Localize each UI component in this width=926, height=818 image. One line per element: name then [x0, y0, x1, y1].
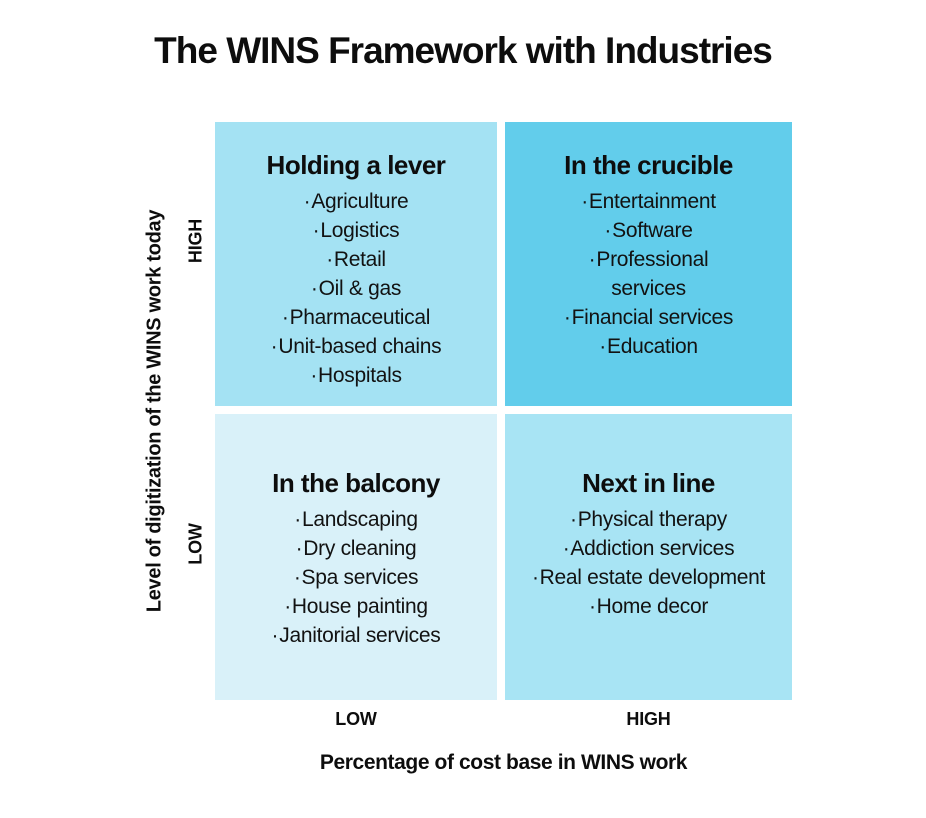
- bullet-dot: ·: [570, 508, 577, 531]
- list-item: ·Oil & gas: [215, 274, 497, 303]
- list-item-label: Physical therapy: [577, 508, 728, 531]
- list-item-label: Home decor: [596, 595, 709, 618]
- bullet-dot: ·: [310, 364, 318, 387]
- list-item: ·Spa services: [215, 563, 497, 592]
- list-item-label: Spa services: [301, 566, 419, 589]
- bullet-dot: ·: [294, 508, 301, 531]
- x-axis-title: Percentage of cost base in WINS work: [319, 751, 688, 774]
- list-item: ·Home decor: [505, 592, 792, 621]
- bullet-dot: ·: [281, 306, 289, 329]
- list-item: ·Logistics: [215, 216, 497, 245]
- quadrant-in-the-balcony: In the balcony ·Landscaping ·Dry cleanin…: [215, 414, 497, 700]
- list-item-label: Logistics: [320, 219, 400, 242]
- bullet-dot: ·: [562, 537, 570, 560]
- list-item-label: Entertainment: [588, 190, 716, 213]
- list-item-label: Addiction services: [570, 537, 735, 560]
- list-item-label: Software: [612, 219, 693, 242]
- list-item-label: Financial services: [571, 306, 734, 329]
- bullet-dot: ·: [270, 335, 278, 358]
- list-item: ·Janitorial services: [215, 621, 497, 650]
- quadrant-item-list: ·Entertainment ·Software ·Professional s…: [505, 187, 792, 361]
- list-item-label: Education: [607, 335, 698, 358]
- quadrant-grid: Holding a lever ·Agriculture ·Logistics …: [215, 122, 792, 700]
- list-item: ·Pharmaceutical: [215, 303, 497, 332]
- bullet-dot: ·: [599, 335, 606, 358]
- quadrant-in-the-crucible: In the crucible ·Entertainment ·Software…: [505, 122, 792, 406]
- quadrant-title: In the crucible: [564, 150, 733, 180]
- page-title: The WINS Framework with Industries: [154, 30, 773, 71]
- quadrant-item-list: ·Agriculture ·Logistics ·Retail ·Oil & g…: [215, 187, 497, 390]
- bullet-dot: ·: [295, 537, 303, 560]
- bullet-dot: ·: [563, 306, 571, 329]
- list-item-label: Unit-based chains: [278, 335, 442, 358]
- list-item: ·Financial services: [505, 303, 792, 332]
- list-item: ·Real estate development: [505, 563, 792, 592]
- bullet-dot: ·: [326, 248, 333, 271]
- x-axis-tick-low: LOW: [335, 709, 377, 729]
- list-item: ·House painting: [215, 592, 497, 621]
- list-item: ·Education: [505, 332, 792, 361]
- y-axis-tick-low: LOW: [185, 523, 206, 565]
- bullet-dot: ·: [284, 595, 291, 618]
- list-item: ·Retail: [215, 245, 497, 274]
- list-item-label: House painting: [291, 595, 428, 618]
- list-item-label: Agriculture: [311, 190, 409, 213]
- list-item-label: Oil & gas: [318, 277, 402, 300]
- list-item: ·Entertainment: [505, 187, 792, 216]
- list-item: ·Software: [505, 216, 792, 245]
- list-item: ·Physical therapy: [505, 505, 792, 534]
- bullet-dot: ·: [293, 566, 301, 589]
- bullet-dot: ·: [271, 624, 279, 647]
- quadrant-title: Holding a lever: [266, 150, 446, 180]
- list-item: ·Unit-based chains: [215, 332, 497, 361]
- bullet-dot: ·: [310, 277, 318, 300]
- quadrant-next-in-line: Next in line ·Physical therapy ·Addictio…: [505, 414, 792, 700]
- list-item-label: Retail: [333, 248, 386, 271]
- bullet-dot: ·: [581, 190, 588, 213]
- list-item: ·Landscaping: [215, 505, 497, 534]
- y-axis-tick-high: HIGH: [185, 218, 206, 264]
- list-item: ·Hospitals: [215, 361, 497, 390]
- bullet-dot: ·: [531, 566, 539, 589]
- quadrant-item-list: ·Physical therapy ·Addiction services ·R…: [505, 505, 792, 621]
- list-item-label: Janitorial services: [279, 624, 441, 647]
- list-item-label: Real estate development: [539, 566, 766, 589]
- bullet-dot: ·: [588, 595, 596, 618]
- list-item-label: Pharmaceutical: [289, 306, 431, 329]
- list-item-label: Hospitals: [318, 364, 402, 387]
- list-item-label: Landscaping: [301, 508, 418, 531]
- y-axis-title: Level of digitization of the WINS work t…: [143, 209, 166, 613]
- bullet-dot: ·: [303, 190, 311, 213]
- bullet-dot: ·: [312, 219, 320, 242]
- x-axis-tick-high: HIGH: [626, 709, 671, 729]
- bullet-dot: ·: [588, 248, 596, 271]
- quadrant-item-list: ·Landscaping ·Dry cleaning ·Spa services…: [215, 505, 497, 650]
- quadrant-title: In the balcony: [272, 468, 440, 498]
- list-item-label: Dry cleaning: [303, 537, 417, 560]
- list-item: ·Addiction services: [505, 534, 792, 563]
- list-item-label: Professional services: [596, 248, 709, 300]
- bullet-dot: ·: [604, 219, 612, 242]
- quadrant-holding-a-lever: Holding a lever ·Agriculture ·Logistics …: [215, 122, 497, 406]
- list-item: ·Agriculture: [215, 187, 497, 216]
- list-item: ·Professional services: [505, 245, 792, 303]
- quadrant-title: Next in line: [582, 468, 715, 498]
- list-item: ·Dry cleaning: [215, 534, 497, 563]
